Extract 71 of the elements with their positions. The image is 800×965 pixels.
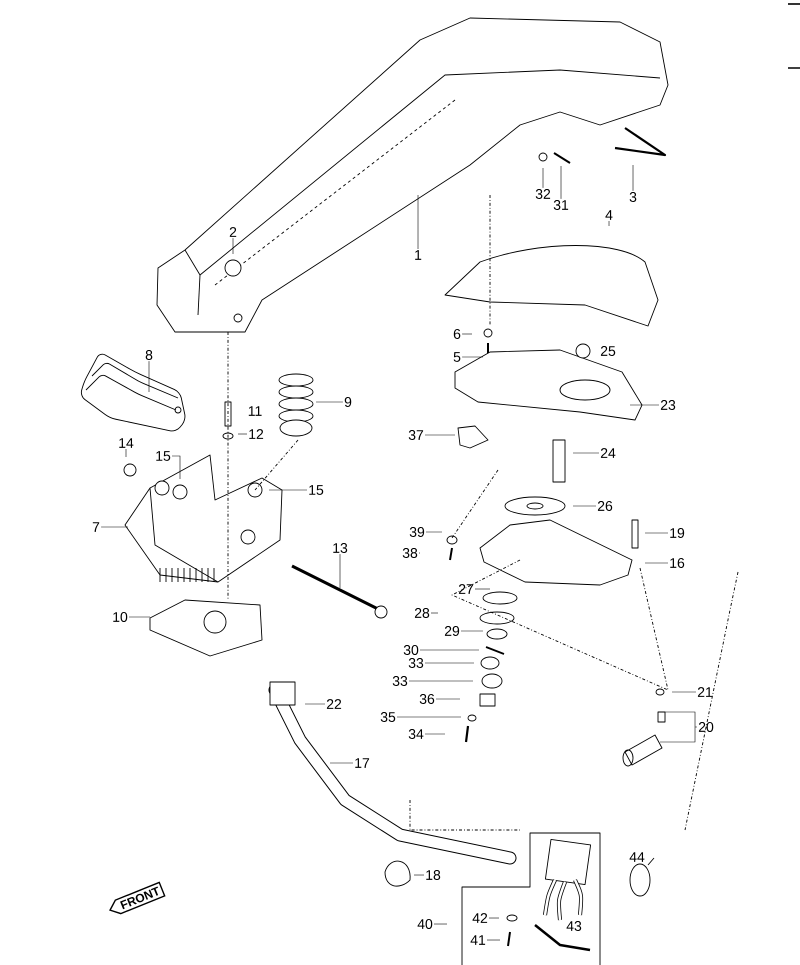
leader-line — [414, 874, 424, 876]
leader-line — [608, 220, 610, 226]
leader-line — [430, 612, 438, 614]
callout-number: 24 — [600, 448, 616, 458]
callout-number: 33 — [408, 658, 424, 668]
callout-number: 11 — [248, 406, 262, 416]
leader-line — [630, 404, 660, 406]
leader-line — [632, 164, 634, 192]
callout-number: 35 — [380, 712, 396, 722]
callout-number: 10 — [113, 612, 128, 622]
callout-number: 12 — [249, 429, 264, 439]
callout-number: 37 — [408, 430, 424, 440]
leader-line — [172, 456, 180, 480]
callout-number: 44 — [630, 852, 644, 862]
leader-line — [100, 526, 128, 528]
callout-number: 26 — [598, 501, 612, 511]
callout-number: 25 — [600, 346, 616, 356]
callout-number: 7 — [92, 522, 100, 532]
callout-number: 31 — [554, 200, 568, 210]
callout-number: 36 — [420, 694, 434, 704]
callout-number: 18 — [426, 870, 440, 880]
leader-line — [396, 716, 462, 718]
leader-line — [560, 166, 562, 200]
callout-number: 39 — [410, 527, 424, 537]
callout-number: 28 — [414, 608, 430, 618]
callout-number: 19 — [670, 528, 684, 538]
callout-number: 15 — [309, 485, 324, 495]
leader-line — [660, 712, 698, 742]
leader-line — [462, 356, 484, 358]
callout-number: 32 — [536, 189, 550, 199]
callout-number: 21 — [698, 687, 712, 697]
leader-line — [148, 360, 150, 392]
callout-number: 22 — [326, 699, 342, 709]
callout-number: 2 — [230, 227, 236, 237]
callout-number: 20 — [698, 722, 714, 732]
callout-number: 33 — [392, 676, 408, 686]
leader-line — [408, 680, 474, 682]
callout-number: 9 — [344, 397, 352, 407]
callout-number: 6 — [454, 329, 460, 339]
callout-number: 30 — [404, 645, 418, 655]
leader-line — [424, 434, 456, 436]
callout-number: 23 — [660, 400, 676, 410]
callout-number: 4 — [605, 210, 612, 220]
leader-line — [128, 616, 150, 618]
leader-line — [460, 630, 484, 632]
callout-number: 16 — [670, 558, 684, 568]
callout-number: 38 — [402, 548, 418, 558]
callout-number: 17 — [355, 758, 370, 768]
callout-number: 29 — [444, 626, 460, 636]
callout-number: 5 — [454, 352, 460, 362]
leader-line — [436, 698, 460, 700]
leader-line — [644, 532, 668, 534]
callout-number: 41 — [470, 935, 486, 945]
callout-number: 43 — [566, 921, 582, 931]
leader-line — [424, 662, 474, 664]
callout-number: 15 — [156, 451, 170, 461]
leader-line — [232, 238, 234, 254]
callout-number: 42 — [472, 913, 488, 923]
callout-number: 14 — [119, 438, 134, 448]
leader-line — [644, 562, 668, 564]
callout-number: 8 — [146, 350, 152, 360]
leader-line — [572, 452, 600, 454]
callout-number: 3 — [630, 192, 636, 202]
callout-number: 34 — [408, 729, 424, 739]
callout-number: 27 — [458, 584, 474, 594]
leader-line — [542, 168, 544, 188]
leader-line — [330, 762, 354, 764]
leader-line — [474, 588, 490, 590]
callout-number: 1 — [415, 250, 422, 260]
callout-number: 13 — [333, 543, 348, 553]
callout-number: 40 — [418, 919, 432, 929]
